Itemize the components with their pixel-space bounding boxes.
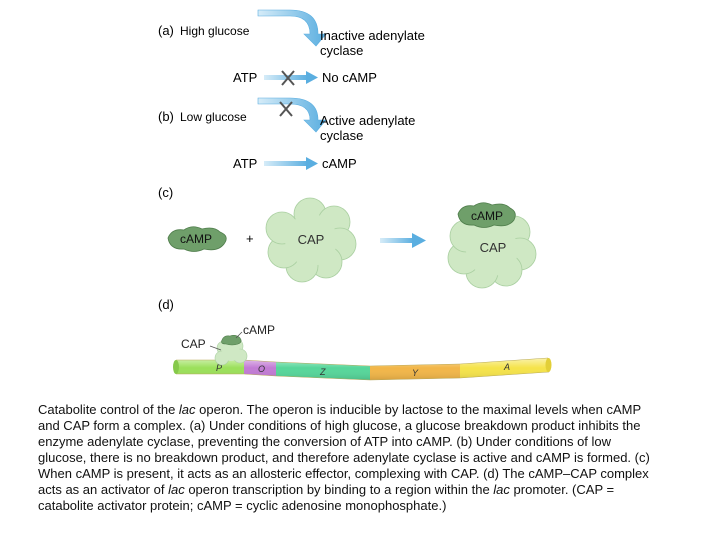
caption-part-1: Catabolite control of the	[38, 402, 179, 417]
panel-a-condition: High glucose	[180, 24, 250, 38]
caption-lac-3: lac	[493, 482, 510, 497]
enzyme-a-line1: Inactive adenylate	[320, 28, 425, 43]
camp-label-d: cAMP	[243, 323, 275, 337]
caption-part-3: operon transcription by binding to a reg…	[184, 482, 494, 497]
region-label-z: Z	[319, 367, 326, 377]
caption-lac-1: lac	[178, 402, 196, 417]
enzyme-b-line1: Active adenylate	[320, 113, 415, 128]
cap-label-d: CAP	[181, 337, 206, 351]
block-x-icon-b	[279, 101, 293, 117]
block-x-icon-a	[281, 70, 295, 86]
enzyme-a-line2: cyclase	[320, 43, 363, 58]
dna-operon: P O Z Y A	[173, 357, 552, 381]
enzyme-b-line2: cyclase	[320, 128, 363, 143]
panel-d-label: (d)	[158, 297, 174, 312]
camp-molecule: cAMP	[167, 226, 227, 252]
glucose-arrow-b	[257, 97, 327, 133]
figure-caption: Catabolite control of the lac operon. Th…	[38, 402, 658, 514]
panel-a: (a) High glucose Inactive adenylate cycl…	[158, 9, 425, 86]
atp-b-label: ATP	[233, 156, 257, 171]
camp-cap-complex: cAMP CAP	[447, 202, 537, 289]
cap-label-c: CAP	[298, 232, 325, 247]
cap-protein: CAP	[265, 197, 357, 283]
catabolite-control-figure: (a) High glucose Inactive adenylate cycl…	[158, 9, 552, 381]
product-b-label: cAMP	[322, 156, 357, 171]
glucose-arrow-a	[257, 9, 327, 47]
conversion-arrow-a	[264, 71, 318, 84]
complex-camp-label: cAMP	[471, 209, 503, 223]
panel-b-label: (b)	[158, 109, 174, 124]
complex-cap-label: CAP	[480, 240, 507, 255]
region-label-o: O	[258, 364, 265, 374]
caption-lac-2: lac	[168, 482, 185, 497]
caption-part-2: operon. The operon is inducible by lacto…	[38, 402, 650, 497]
panel-b-condition: Low glucose	[180, 110, 247, 124]
panel-b: (b) Low glucose Active adenylate cyclase…	[158, 97, 415, 171]
plus-sign: +	[246, 231, 254, 246]
panel-c: (c) cAMP + CAP	[158, 185, 537, 289]
panel-c-label: (c)	[158, 185, 173, 200]
cap-camp-bound-complex	[214, 335, 248, 366]
camp-label-c: cAMP	[180, 232, 212, 246]
complex-formation-arrow	[380, 233, 426, 248]
region-label-a: A	[503, 362, 510, 372]
camp-pointer-line	[235, 331, 243, 339]
region-label-p: P	[216, 363, 222, 373]
conversion-arrow-b	[264, 157, 318, 170]
region-label-y: Y	[412, 368, 419, 378]
product-a-label: No cAMP	[322, 70, 377, 85]
cap-pointer-line	[209, 345, 222, 351]
panel-d: (d) P O Z Y A	[158, 297, 552, 381]
caption-part-4: promoter. (CAP = catabolite activator pr…	[38, 482, 615, 513]
panel-a-label: (a)	[158, 23, 174, 38]
atp-a-label: ATP	[233, 70, 257, 85]
